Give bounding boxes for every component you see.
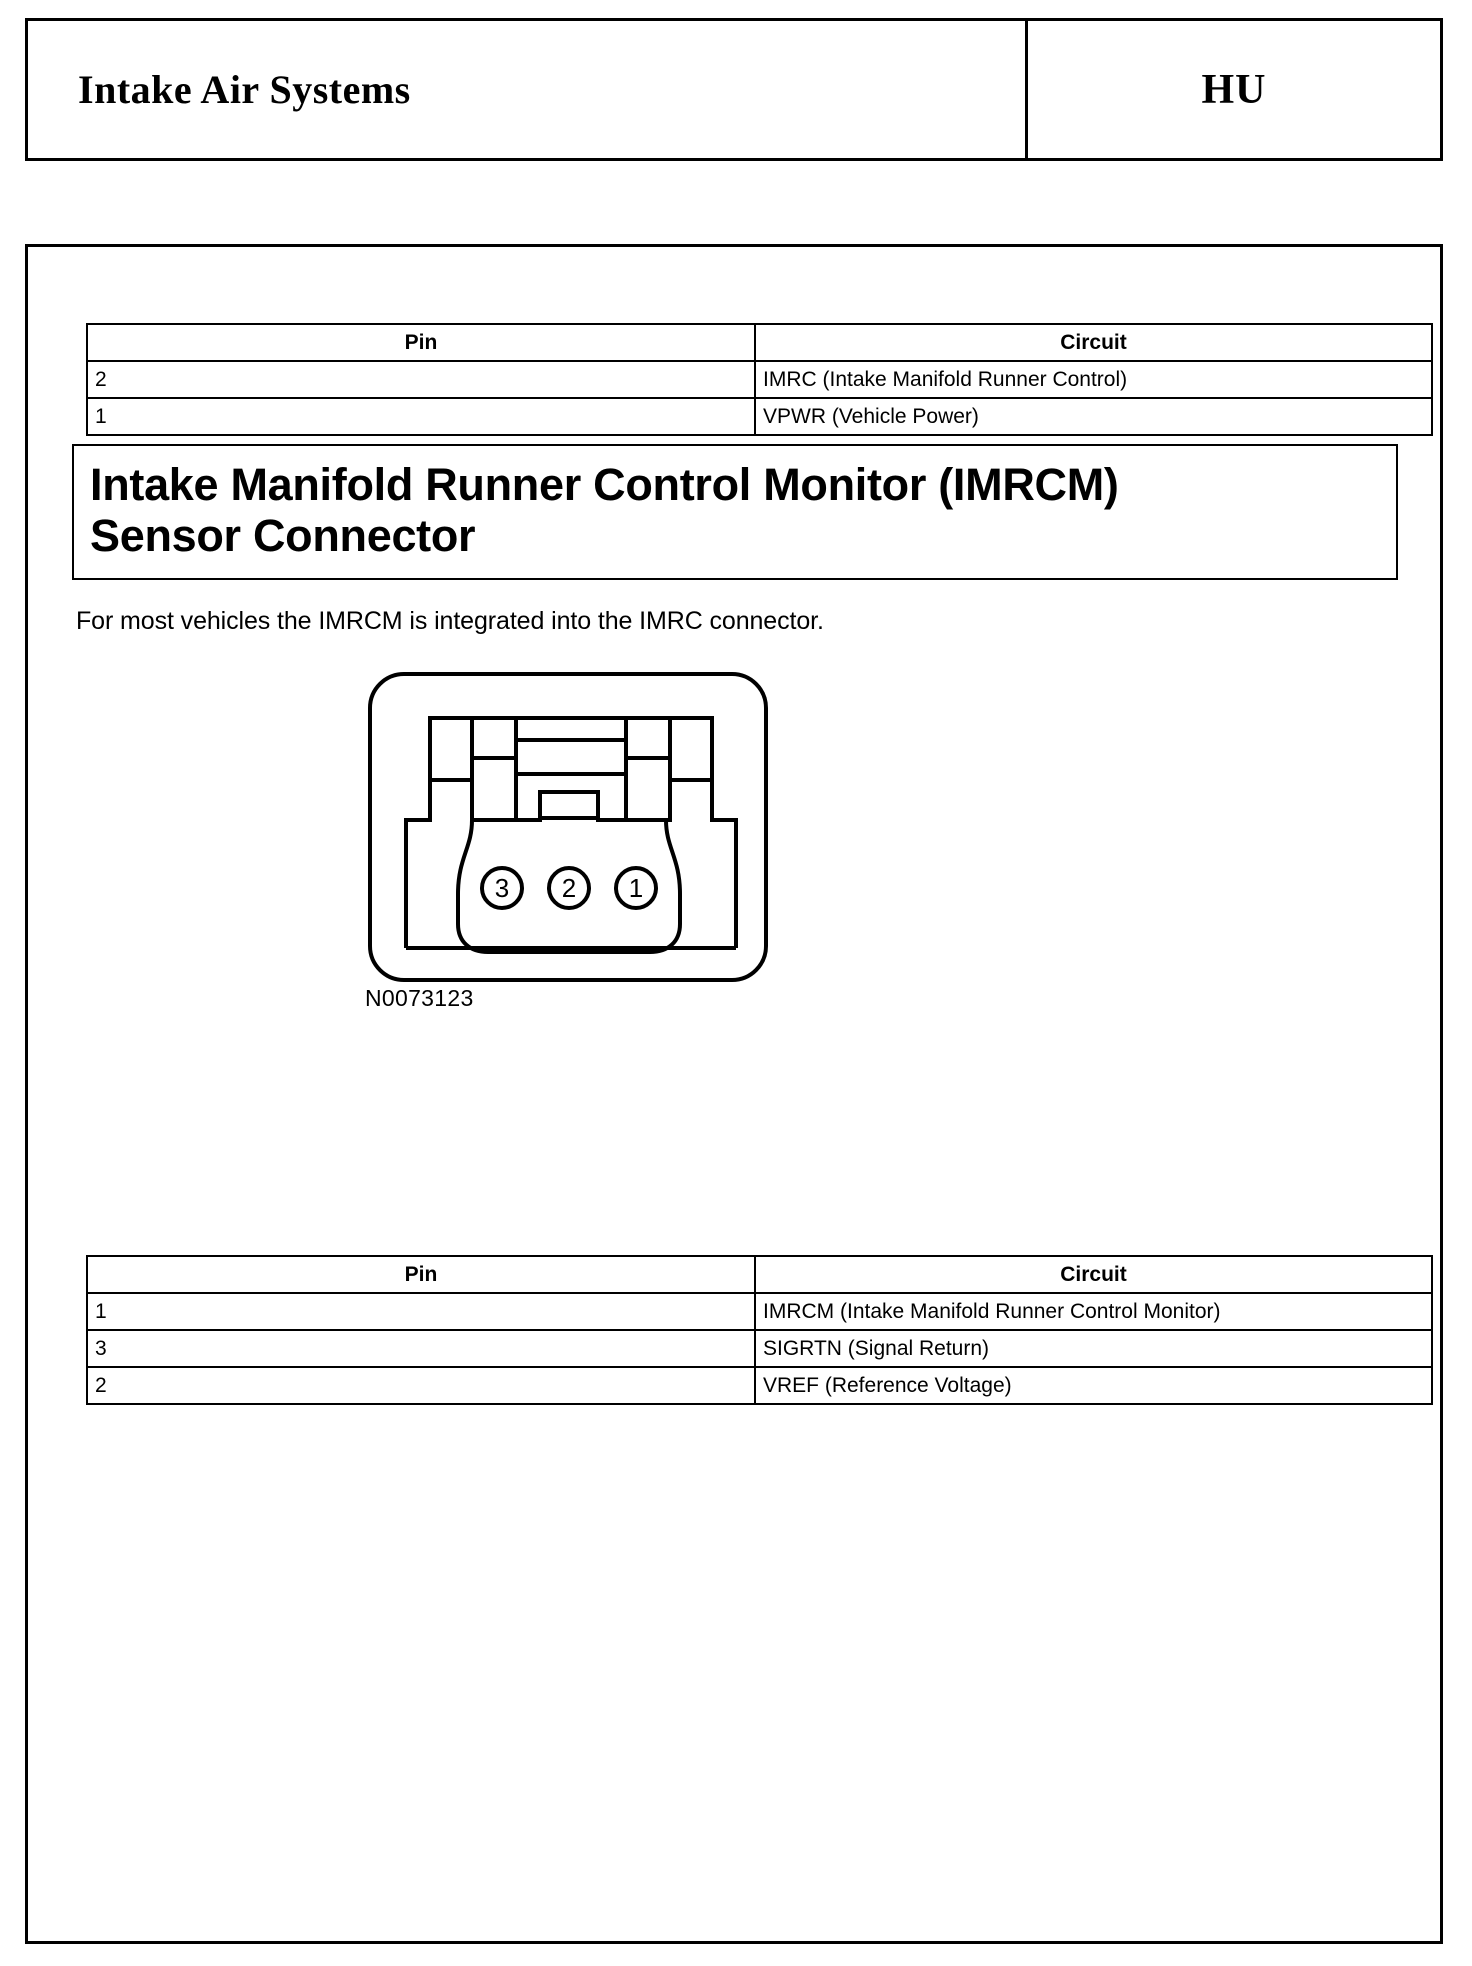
cell-circuit: SIGRTN (Signal Return): [754, 1329, 1433, 1368]
table-header-row: Pin Circuit: [86, 1255, 1433, 1294]
pin-circle-3: [480, 866, 524, 910]
table-row: 1 VPWR (Vehicle Power): [86, 397, 1433, 436]
column-header-pin: Pin: [86, 1255, 756, 1294]
latch-right-block: [668, 716, 714, 782]
table-row: 2 VREF (Reference Voltage): [86, 1366, 1433, 1405]
column-header-pin: Pin: [86, 323, 756, 362]
column-header-circuit: Circuit: [754, 1255, 1433, 1294]
imrcm-pinout-table-block: Pin Circuit 1 IMRCM (Intake Manifold Run…: [58, 1255, 1433, 1405]
header-code-cell: HU: [1028, 21, 1440, 158]
page-content-frame: Pin Circuit 2 IMRC (Intake Manifold Runn…: [25, 244, 1443, 1944]
rail-left: [404, 780, 432, 948]
table-header-row: Pin Circuit: [86, 323, 1433, 362]
latch-right-lower: [624, 756, 672, 822]
cell-circuit: IMRC (Intake Manifold Runner Control): [754, 360, 1433, 399]
cell-circuit: IMRCM (Intake Manifold Runner Control Mo…: [754, 1292, 1433, 1331]
table-row: 1 IMRCM (Intake Manifold Runner Control …: [86, 1292, 1433, 1331]
pin-circle-1: [614, 866, 658, 910]
latch-bar-mid: [514, 738, 628, 776]
connector-illustration-svg: 3 2 1: [368, 672, 768, 982]
latch-right-upper: [624, 716, 672, 760]
imrc-pinout-table-block: Pin Circuit 2 IMRC (Intake Manifold Runn…: [58, 323, 1433, 436]
latch-center-upper: [470, 716, 518, 760]
latch-left-block: [428, 716, 474, 782]
cell-pin: 2: [86, 360, 756, 399]
page-header: Intake Air Systems HU: [25, 18, 1443, 161]
header-title-cell: Intake Air Systems: [28, 21, 1028, 158]
cell-pin: 1: [86, 397, 756, 436]
section-heading-line-2: Sensor Connector: [90, 509, 476, 561]
cell-pin: 1: [86, 1292, 756, 1331]
diagram-reference-number: N0073123: [365, 985, 474, 1011]
page-title: Intake Air Systems: [78, 67, 411, 112]
pin-circle-2: [547, 866, 591, 910]
pin-label-3: 3: [495, 873, 509, 903]
cell-pin: 3: [86, 1329, 756, 1368]
imrcm-pinout-table: Pin Circuit 1 IMRCM (Intake Manifold Run…: [86, 1255, 1433, 1405]
column-header-circuit: Circuit: [754, 323, 1433, 362]
pin-markers: 3 2 1: [480, 866, 658, 910]
imrc-pinout-table: Pin Circuit 2 IMRC (Intake Manifold Runn…: [86, 323, 1433, 436]
cell-circuit: VREF (Reference Voltage): [754, 1366, 1433, 1405]
latch-bar-top: [514, 716, 628, 742]
section-heading-line-1: Intake Manifold Runner Control Monitor (…: [90, 459, 1119, 510]
latch-center-lower: [470, 756, 518, 822]
section-code: HU: [1201, 66, 1267, 113]
connector-diagram: 3 2 1: [358, 662, 778, 992]
section-heading-box: Intake Manifold Runner Control Monitor (…: [72, 444, 1398, 580]
pin-label-2: 2: [562, 873, 576, 903]
rail-right: [710, 780, 738, 948]
table-row: 3 SIGRTN (Signal Return): [86, 1329, 1433, 1368]
cell-circuit: VPWR (Vehicle Power): [754, 397, 1433, 436]
center-keyway-nub: [538, 790, 600, 820]
cell-pin: 2: [86, 1366, 756, 1405]
table-row: 2 IMRC (Intake Manifold Runner Control): [86, 360, 1433, 399]
pin-label-1: 1: [629, 873, 643, 903]
pin-cavity-outline: [456, 816, 682, 954]
connector-outer-shell: [368, 672, 768, 982]
section-paragraph: For most vehicles the IMRCM is integrate…: [76, 607, 824, 635]
